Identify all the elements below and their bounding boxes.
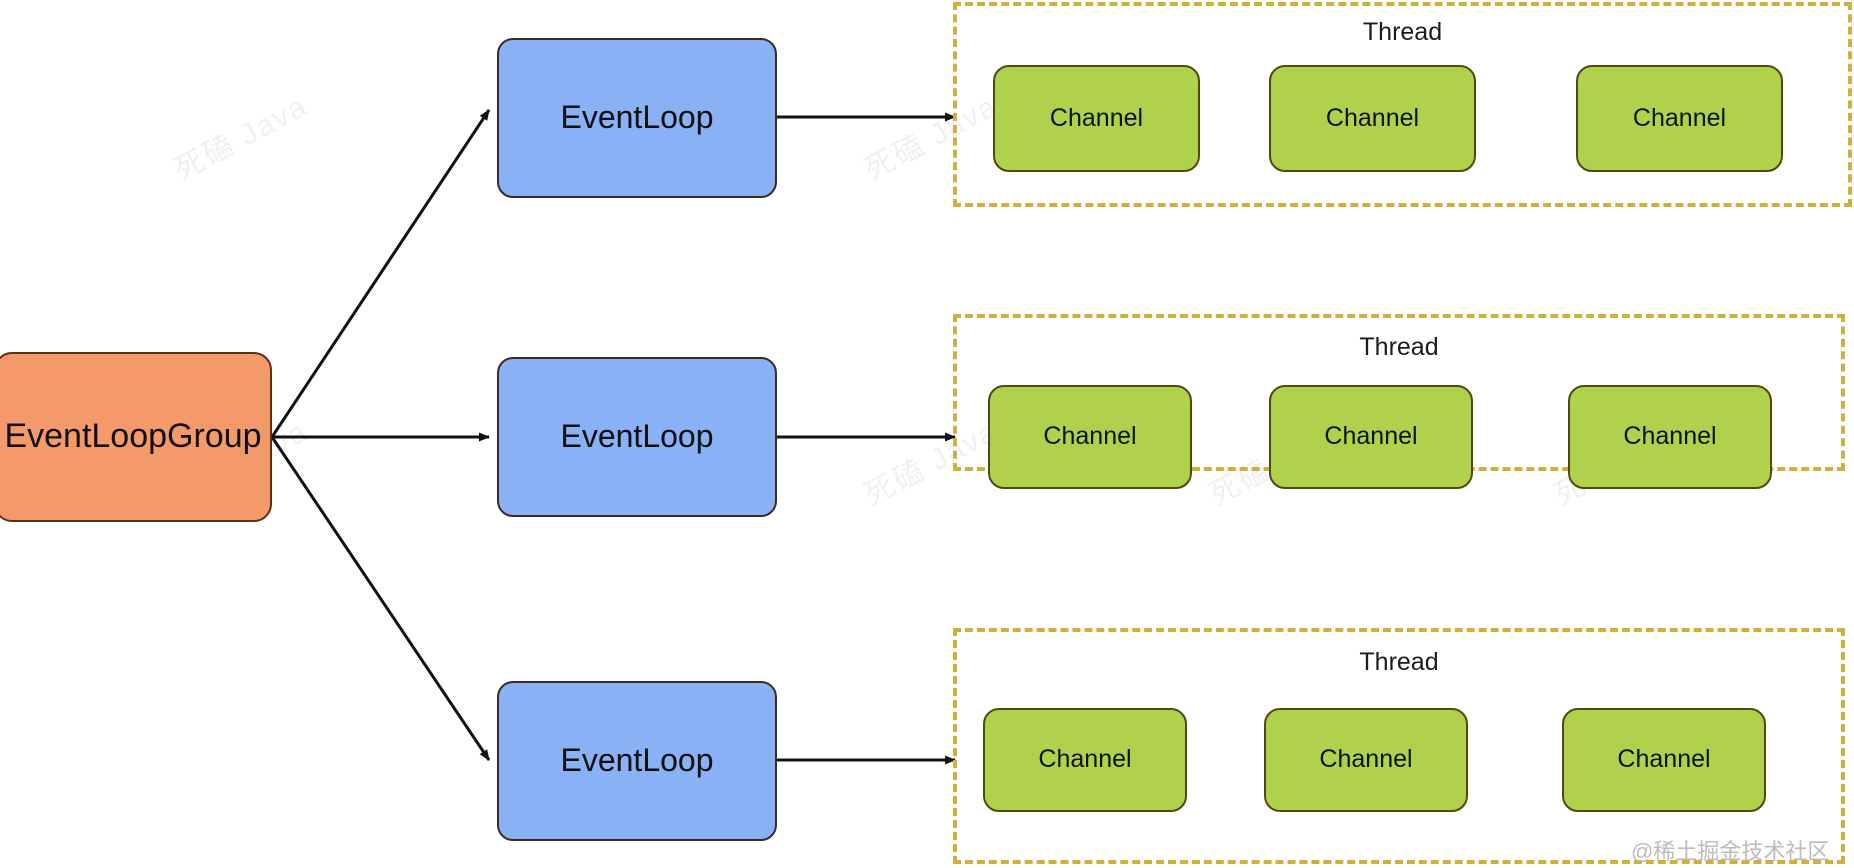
edge-group-to-eventloop-1: [270, 109, 491, 438]
watermark-tiled: 死磕 Java: [169, 89, 314, 188]
edge-group-to-eventloop-3: [270, 436, 491, 761]
channel-node-3-1[interactable]: Channel: [983, 708, 1187, 812]
eventloop-node-3[interactable]: EventLoop: [497, 681, 777, 841]
channel-node-2-1[interactable]: Channel: [988, 385, 1192, 489]
channel-node-1-2[interactable]: Channel: [1269, 65, 1476, 172]
channel-node-1-1[interactable]: Channel: [993, 65, 1200, 172]
watermark-corner: @稀土掘金技术社区: [1631, 839, 1830, 864]
channel-node-2-2[interactable]: Channel: [1269, 385, 1473, 489]
thread-label-1: Thread: [1362, 18, 1443, 46]
thread-container-3: [953, 628, 1845, 864]
thread-container-1: [953, 2, 1852, 207]
eventloop-node-1[interactable]: EventLoop: [497, 38, 777, 198]
channel-node-2-3[interactable]: Channel: [1568, 385, 1772, 489]
thread-label-3: Thread: [1359, 648, 1439, 676]
channel-node-1-3[interactable]: Channel: [1576, 65, 1783, 172]
eventloopgroup-node[interactable]: EventLoopGroup: [0, 352, 272, 522]
channel-node-3-2[interactable]: Channel: [1264, 708, 1468, 812]
channel-node-3-3[interactable]: Channel: [1562, 708, 1766, 812]
thread-label-2: Thread: [1359, 333, 1439, 361]
eventloop-node-2[interactable]: EventLoop: [497, 357, 777, 517]
